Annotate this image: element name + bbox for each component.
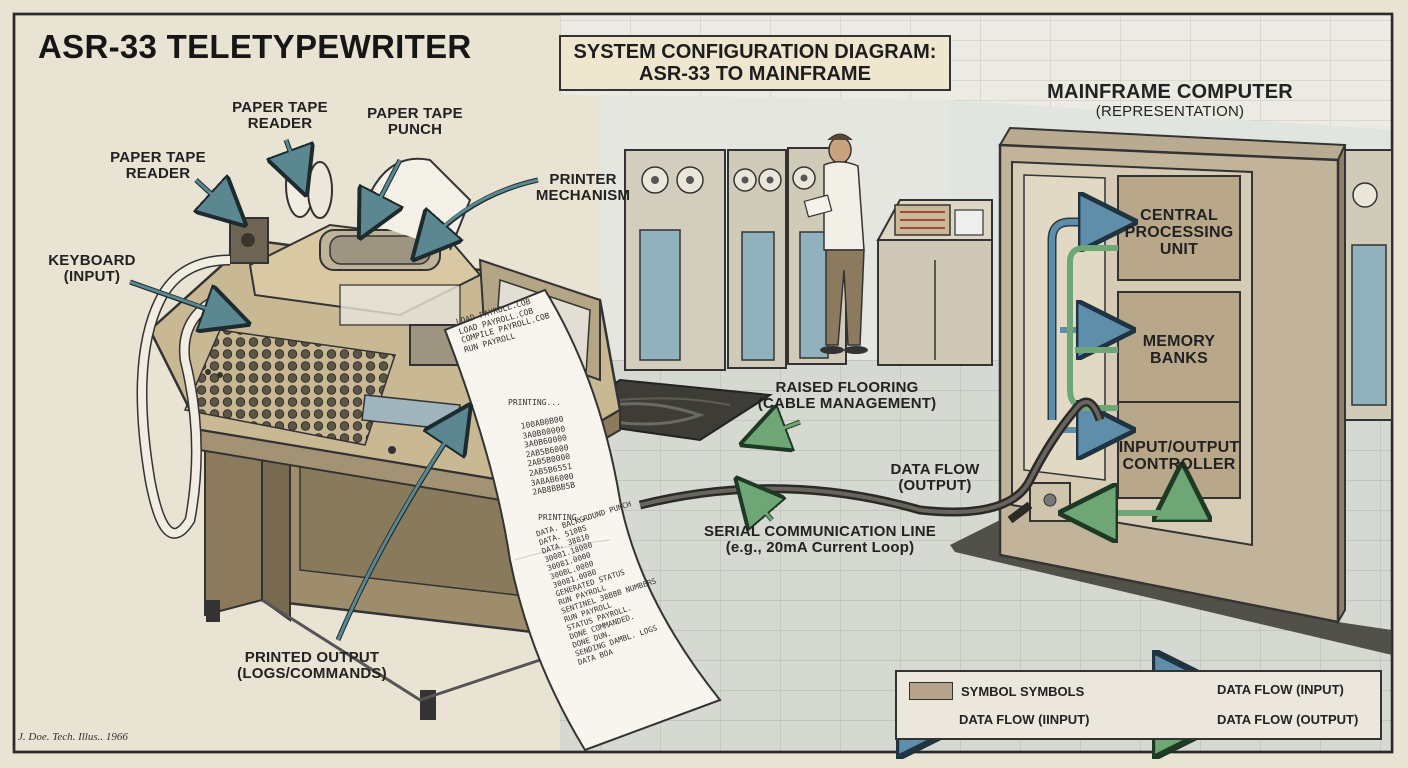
page-title: ASR-33 TELETYPEWRITER — [38, 28, 472, 65]
legend-item-symbols: SYMBOL SYMBOLS — [909, 682, 1084, 700]
io-controller-label: INPUT/OUTPUT CONTROLLER — [1118, 439, 1240, 473]
paper-tape-reader-left-label: PAPER TAPE READER — [110, 149, 206, 182]
data-flow-output-label: DATA FLOW (OUTPUT) — [890, 461, 980, 494]
legend-label: SYMBOL SYMBOLS — [961, 683, 1085, 699]
printout-printing-2: PRINTING... — [538, 513, 591, 522]
paper-tape-loop — [136, 254, 231, 539]
legend-item-data-flow-input: DATA FLOW (INPUT) — [1217, 682, 1344, 697]
legend-label: DATA FLOW (IINPUT) — [959, 712, 1090, 727]
raised-flooring-label: RAISED FLOORING (CABLE MANAGEMENT) — [757, 379, 937, 412]
printout-paper — [443, 288, 722, 752]
memory-banks-label: MEMORY BANKS — [1142, 333, 1216, 367]
callout-arrows — [129, 139, 801, 641]
mainframe-subtitle: (REPRESENTATION) — [1095, 103, 1245, 120]
background-console — [876, 199, 993, 366]
printout-numbers: 100AB0B00 3A0B00000 3A0B60000 2AB5B6000 … — [520, 408, 612, 497]
diagram-title: SYSTEM CONFIGURATION DIAGRAM: ASR-33 TO … — [559, 35, 951, 91]
serial-line-label: SERIAL COMMUNICATION LINE (e.g., 20mA Cu… — [704, 523, 936, 556]
legend-label: DATA FLOW (INPUT) — [1217, 682, 1344, 697]
illustrator-signature: J. Doe. Tech. Illus.. 1966 — [18, 731, 128, 743]
printer-mechanism-label: PRINTER MECHANISM — [535, 171, 631, 204]
legend-item-data-flow-iinput: DATA FLOW (IINPUT) — [959, 712, 1089, 727]
keyboard-label: KEYBOARD (INPUT) — [48, 252, 136, 285]
legend-swatch-icon — [909, 682, 953, 700]
paper-tape-punch-label: PAPER TAPE PUNCH — [367, 105, 463, 138]
tape-drive-cabinets — [624, 147, 1393, 421]
legend: SYMBOL SYMBOLS DATA FLOW (IINPUT) DATA F… — [895, 670, 1382, 740]
paper-tape-reader-top-label: PAPER TAPE READER — [232, 99, 328, 132]
legend-item-data-flow-output: DATA FLOW (OUTPUT) — [1217, 712, 1358, 727]
printed-output-label: PRINTED OUTPUT (LOGS/COMMANDS) — [237, 649, 387, 682]
operator-figure — [803, 133, 868, 354]
printout-printing-1: PRINTING... — [508, 398, 561, 407]
mainframe-title: MAINFRAME COMPUTER — [1047, 81, 1293, 103]
legend-label: DATA FLOW (OUTPUT) — [1217, 712, 1359, 727]
cpu-label: CENTRAL PROCESSING UNIT — [1124, 207, 1234, 258]
